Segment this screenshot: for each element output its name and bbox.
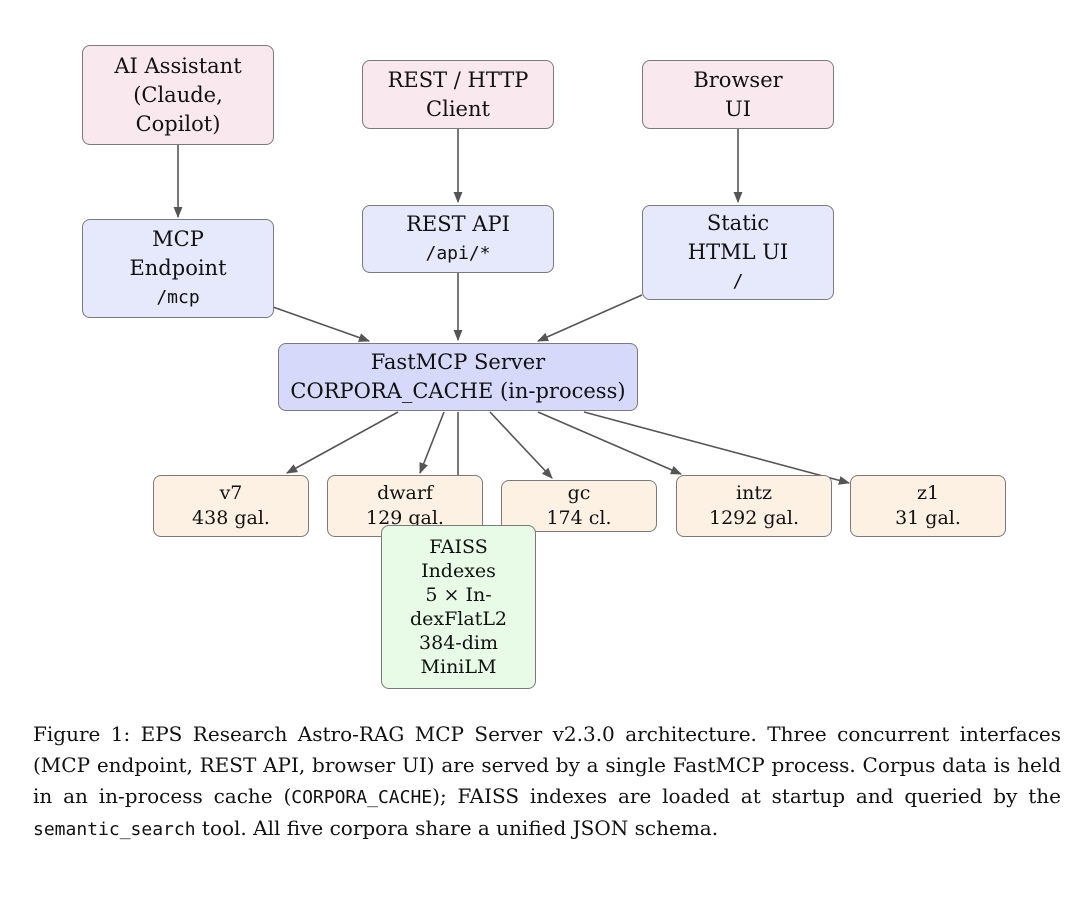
caption-code-semantic-search: semantic_search — [33, 819, 196, 840]
static-html-ui-node: Static HTML UI / — [642, 205, 834, 300]
node-label: MCP — [152, 227, 204, 251]
node-label: Browser — [693, 67, 783, 92]
corpus-z1-node: z1 31 gal. — [850, 475, 1006, 537]
node-label: REST / HTTP — [387, 67, 529, 92]
node-label: Client — [426, 96, 490, 121]
figure-caption: Figure 1: EPS Research Astro-RAG MCP Ser… — [33, 719, 1061, 845]
edge-server-to-v7 — [286, 411, 399, 474]
corpus-name: v7 — [219, 482, 243, 504]
node-label: (Claude, — [133, 82, 223, 107]
node-label: HTML UI — [687, 240, 789, 264]
ai-assistant-node: AI Assistant (Claude, Copilot) — [82, 45, 274, 145]
corpus-count: 31 gal. — [895, 507, 961, 529]
corpus-count: 1292 gal. — [709, 507, 799, 529]
node-label: UI — [725, 96, 751, 121]
node-label: Indexes — [421, 560, 496, 582]
browser-ui-node: Browser UI — [642, 60, 834, 129]
edge-server-to-gc — [489, 411, 553, 479]
node-label: FastMCP Server — [370, 350, 546, 374]
corpus-count: 438 gal. — [192, 507, 270, 529]
node-label: REST API — [406, 212, 510, 236]
rest-api-node: REST API /api/* — [362, 205, 554, 273]
node-label: Endpoint — [129, 256, 227, 280]
caption-code-corpora-cache: CORPORA_CACHE — [291, 787, 433, 808]
node-label: FAISS — [429, 536, 488, 558]
edge-server-to-intz — [537, 411, 683, 475]
caption-text: ); FAISS indexes are loaded at startup a… — [432, 784, 1061, 808]
edge-server-to-dwarf — [419, 411, 445, 475]
corpus-v7-node: v7 438 gal. — [153, 475, 309, 537]
node-path: /mcp — [156, 287, 200, 308]
edge-mcp-to-server — [272, 306, 371, 342]
faiss-indexes-node: FAISS Indexes 5 × In- dexFlatL2 384-dim … — [381, 525, 536, 689]
node-path: /api/* — [425, 243, 491, 264]
edge-server-to-z1 — [583, 411, 851, 485]
corpus-name: dwarf — [377, 482, 433, 504]
node-label: dexFlatL2 — [409, 608, 508, 630]
node-label: CORPORA_CACHE (in-process) — [290, 379, 626, 403]
caption-text: Figure 1: EPS Research Astro-RAG MCP Ser… — [33, 722, 1061, 808]
corpus-name: gc — [567, 482, 591, 504]
node-path: / — [732, 271, 744, 292]
fastmcp-server-node: FastMCP Server CORPORA_CACHE (in-process… — [278, 343, 638, 411]
corpus-count: 174 cl. — [546, 507, 612, 529]
node-label: AI Assistant — [114, 53, 242, 78]
node-label: Static — [706, 211, 770, 235]
edge-static-to-server — [536, 294, 643, 342]
node-label: MiniLM — [420, 656, 497, 678]
rest-client-node: REST / HTTP Client — [362, 60, 554, 129]
node-label: Copilot) — [135, 111, 221, 136]
node-label: 5 × In- — [425, 584, 492, 606]
node-label: 384-dim — [419, 632, 498, 654]
caption-text: tool. All five corpora share a unified J… — [195, 816, 719, 840]
corpus-name: z1 — [916, 482, 940, 504]
corpus-name: intz — [736, 482, 772, 504]
corpus-count: 129 gal. — [366, 507, 444, 529]
mcp-endpoint-node: MCP Endpoint /mcp — [82, 219, 274, 318]
corpus-intz-node: intz 1292 gal. — [676, 475, 832, 537]
corpus-gc-node: gc 174 cl. — [501, 480, 657, 532]
